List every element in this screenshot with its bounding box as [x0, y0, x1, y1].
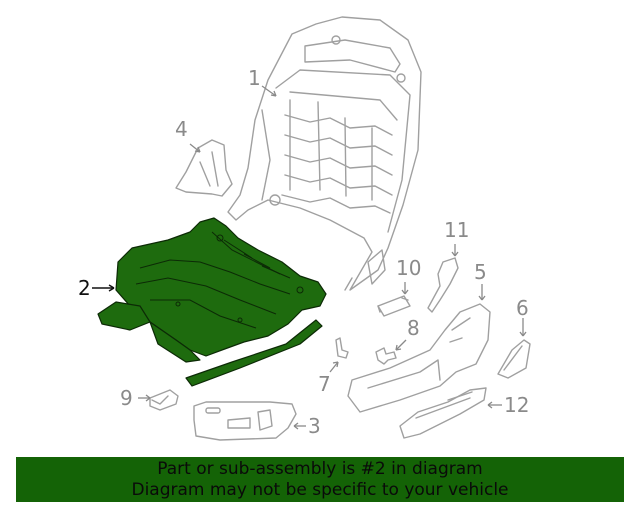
part-9-clip-retainer	[149, 389, 179, 411]
part-5-outer-shield	[347, 303, 491, 413]
part-6-knob-cover	[497, 339, 531, 379]
callout-12[interactable]: 12	[504, 393, 530, 417]
parts-diagram	[92, 16, 531, 441]
callout-3[interactable]: 3	[308, 414, 321, 438]
callout-4[interactable]: 4	[175, 117, 188, 141]
part-11-recliner-cover	[427, 257, 459, 313]
part-12-track-cover-inner	[399, 387, 487, 439]
callout-9[interactable]: 9	[120, 386, 133, 410]
part-1-seat-back-frame	[227, 16, 422, 291]
part-4-cover	[175, 139, 233, 197]
callout-5[interactable]: 5	[474, 260, 487, 284]
callout-8[interactable]: 8	[407, 316, 420, 340]
callout-10[interactable]: 10	[396, 256, 422, 280]
part-3-switch-bezel	[193, 401, 297, 441]
callout-1[interactable]: 1	[248, 66, 261, 90]
callout-7[interactable]: 7	[318, 372, 331, 396]
callout-11[interactable]: 11	[444, 218, 470, 242]
part-8-clip	[375, 347, 397, 365]
part-10-track-cover	[377, 295, 411, 317]
callout-6[interactable]: 6	[516, 296, 529, 320]
banner-line-1: Part or sub-assembly is #2 in diagram	[157, 459, 483, 479]
banner-line-2: Diagram may not be specific to your vehi…	[131, 480, 509, 500]
part-2-detail-lines	[135, 231, 304, 329]
part-2-seat-cushion-frame	[97, 217, 327, 387]
callout-2[interactable]: 2	[78, 276, 91, 300]
info-banner: Part or sub-assembly is #2 in diagram Di…	[16, 457, 624, 502]
part-7-lever-bracket	[335, 337, 349, 359]
